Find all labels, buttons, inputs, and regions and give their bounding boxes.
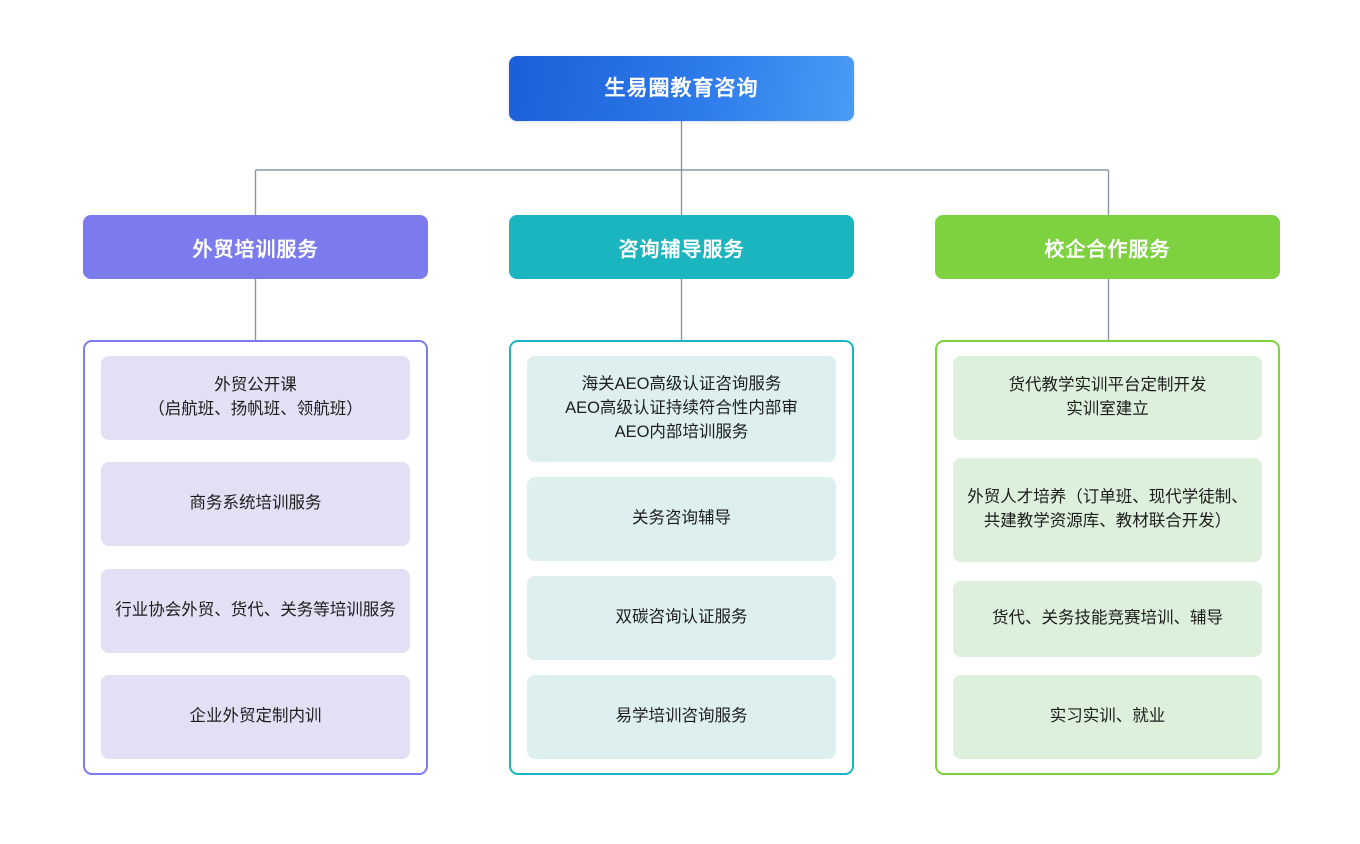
category-header-label: 外贸培训服务 bbox=[192, 238, 319, 261]
list-item[interactable]: 双碳咨询认证服务 bbox=[527, 576, 836, 660]
list-item[interactable]: 外贸人才培养（订单班、现代学徒制、共建教学资源库、教材联合开发） bbox=[953, 458, 1262, 563]
list-item[interactable]: 外贸公开课 （启航班、扬帆班、领航班） bbox=[101, 356, 410, 440]
list-item[interactable]: 行业协会外贸、货代、关务等培训服务 bbox=[101, 568, 410, 653]
branch-panel-xiaoqi-hezuo: 货代教学实训平台定制开发 实训室建立 外贸人才培养（订单班、现代学徒制、共建教学… bbox=[935, 340, 1280, 775]
list-item[interactable]: 易学培训咨询服务 bbox=[527, 675, 836, 759]
branch-column-xiaoqi-hezuo: 校企合作服务 货代教学实训平台定制开发 实训室建立 外贸人才培养（订单班、现代学… bbox=[935, 215, 1280, 775]
list-item[interactable]: 货代教学实训平台定制开发 实训室建立 bbox=[953, 356, 1262, 440]
list-item[interactable]: 货代、关务技能竞赛培训、辅导 bbox=[953, 580, 1262, 657]
list-item[interactable]: 关务咨询辅导 bbox=[527, 477, 836, 561]
branch-panel-zixun-fudao: 海关AEO高级认证咨询服务 AEO高级认证持续符合性内部审 AEO内部培训服务 … bbox=[509, 340, 854, 775]
branch-column-zixun-fudao: 咨询辅导服务 海关AEO高级认证咨询服务 AEO高级认证持续符合性内部审 AEO… bbox=[509, 215, 854, 775]
category-header-waimao-peixun[interactable]: 外贸培训服务 bbox=[83, 215, 428, 279]
root-node[interactable]: 生易圈教育咨询 bbox=[509, 56, 854, 121]
list-item[interactable]: 实习实训、就业 bbox=[953, 674, 1262, 759]
root-node-label: 生易圈教育咨询 bbox=[604, 76, 759, 100]
list-item[interactable]: 企业外贸定制内训 bbox=[101, 674, 410, 759]
list-item[interactable]: 海关AEO高级认证咨询服务 AEO高级认证持续符合性内部审 AEO内部培训服务 bbox=[527, 356, 836, 462]
category-header-zixun-fudao[interactable]: 咨询辅导服务 bbox=[509, 215, 854, 279]
category-header-xiaoqi-hezuo[interactable]: 校企合作服务 bbox=[935, 215, 1280, 279]
branch-column-waimao-peixun: 外贸培训服务 外贸公开课 （启航班、扬帆班、领航班） 商务系统培训服务 行业协会… bbox=[83, 215, 428, 775]
list-item[interactable]: 商务系统培训服务 bbox=[101, 462, 410, 547]
category-header-label: 咨询辅导服务 bbox=[618, 238, 745, 261]
category-header-label: 校企合作服务 bbox=[1044, 238, 1171, 261]
branch-panel-waimao-peixun: 外贸公开课 （启航班、扬帆班、领航班） 商务系统培训服务 行业协会外贸、货代、关… bbox=[83, 340, 428, 775]
